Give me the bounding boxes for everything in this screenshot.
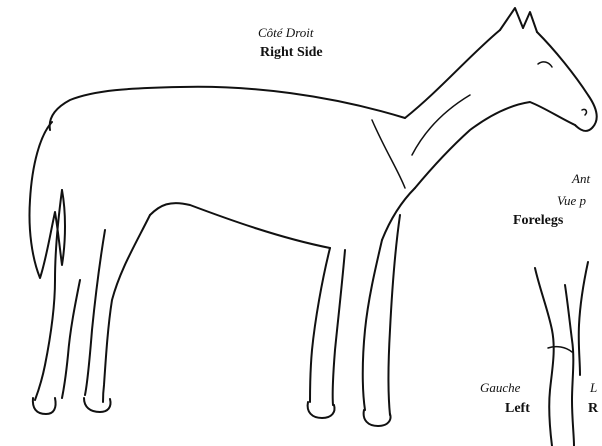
horse-neck-crest [405,30,500,118]
horse-hind-leg-far [35,190,62,400]
horse-shoulder-line [372,120,405,188]
horse-foreleg-far-2 [333,250,345,405]
side-label-english: Right Side [260,46,323,60]
horse-jaw [415,102,575,188]
horse-foreleg-near-2 [389,215,401,415]
front-label-french-1: Ant [572,172,590,185]
horse-ear-2 [523,12,537,32]
foreleg-front-left-outer [535,268,554,446]
horse-hoof-fore-1 [308,402,335,418]
front-label-french-2: Vue p [557,194,586,207]
horse-ear [500,8,523,30]
right-label-english: R [588,402,598,416]
horse-hind-leg-far-2 [85,230,105,395]
horse-face [537,32,597,131]
horse-hoof-hind-2 [84,398,111,412]
foreleg-front-right-outer [579,262,588,375]
left-label-french: Gauche [480,381,520,394]
horse-hind-leg-near [103,215,150,402]
forelegs-label: Forelegs [513,214,563,228]
foreleg-front-left-inner [565,285,574,446]
horse-hind-leg-near-2 [62,280,80,398]
horse-belly [150,203,330,248]
horse-foreleg-near [363,240,382,410]
right-label-french: L [590,381,597,394]
horse-tail [29,122,65,278]
side-label-french: Côté Droit [258,26,314,39]
horse-foreleg-far [310,248,330,402]
horse-nostril [582,109,586,115]
left-label-english: Left [505,402,530,416]
foreleg-front-knee [548,347,572,352]
horse-back-line [50,87,405,130]
horse-eye [538,62,552,67]
horse-hoof-fore-2 [364,410,391,426]
horse-hoof-hind-1 [33,398,56,414]
